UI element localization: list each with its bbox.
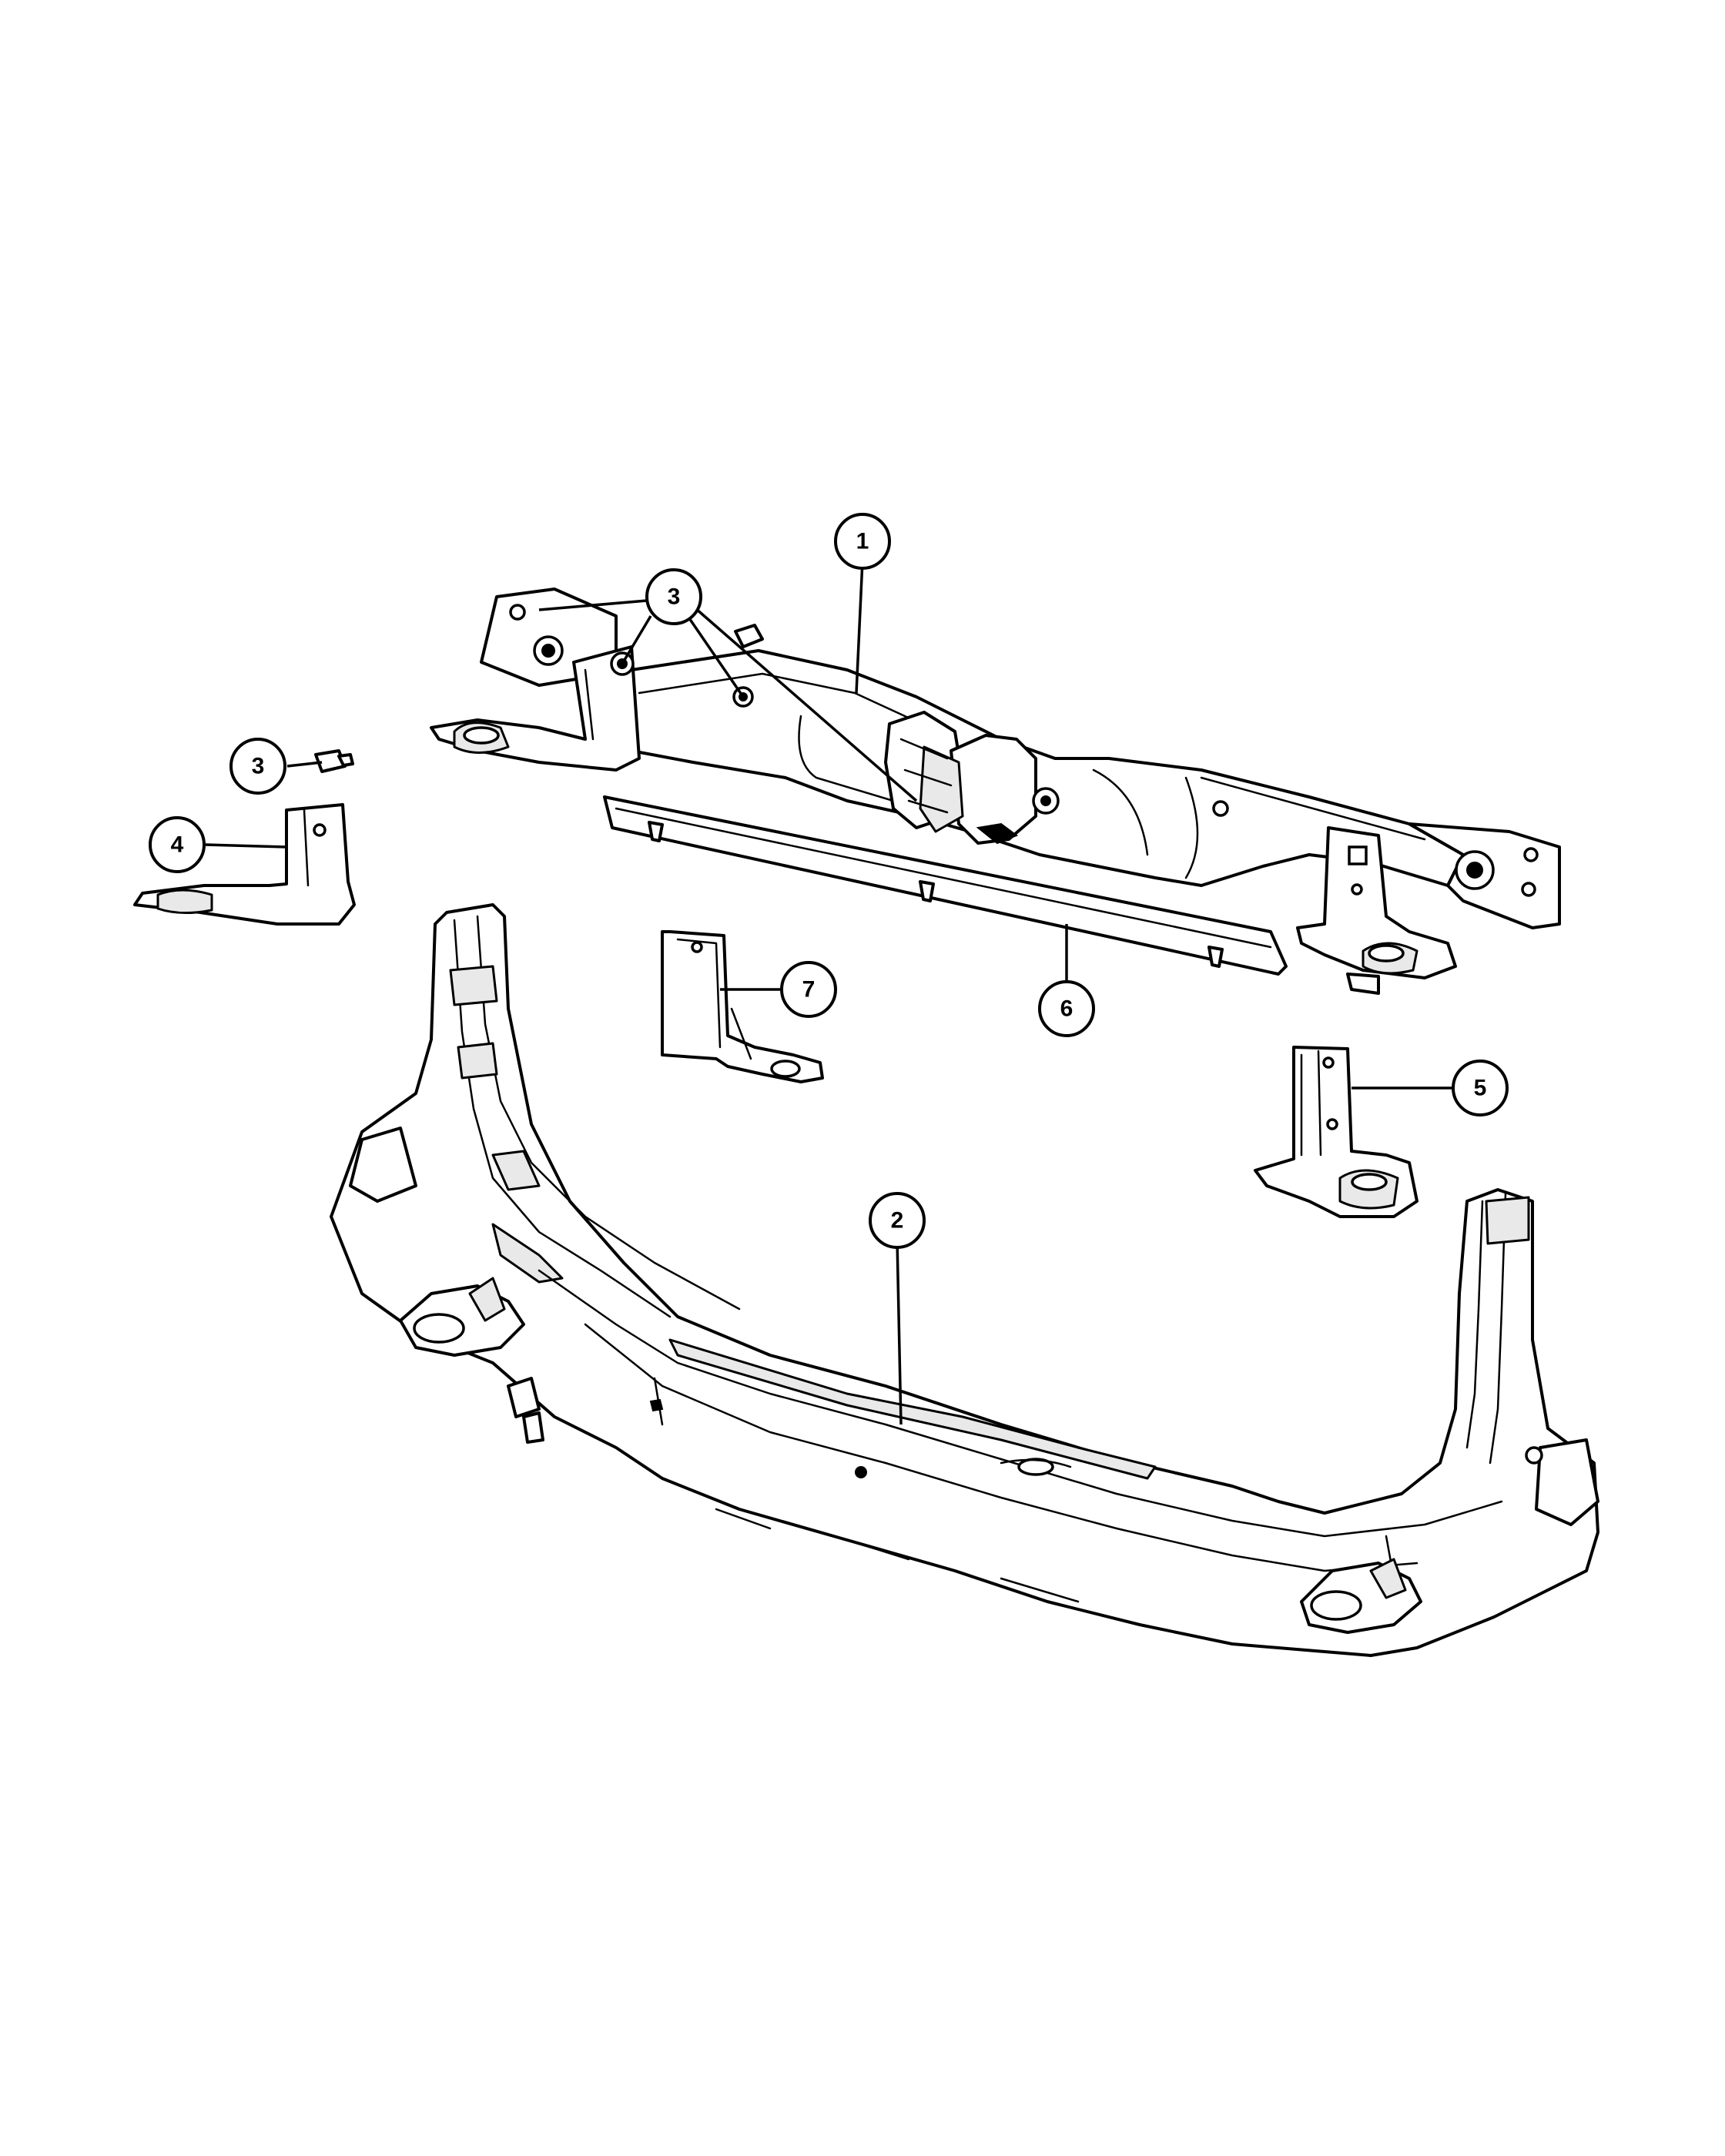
- svg-text:7: 7: [802, 977, 816, 1003]
- callout-3-left: 3: [229, 738, 286, 795]
- callout-7: 7: [780, 961, 837, 1018]
- callout-6: 6: [1038, 980, 1095, 1037]
- bracket-right: [1254, 1046, 1419, 1218]
- callout-2: 2: [869, 1192, 926, 1249]
- callout-5: 5: [1452, 1060, 1509, 1116]
- bracket-left: [133, 803, 356, 926]
- svg-text:4: 4: [171, 832, 184, 858]
- lower-radiator-support: [330, 903, 1599, 1657]
- svg-text:5: 5: [1474, 1076, 1487, 1101]
- right-mount-leg: [1296, 826, 1457, 979]
- svg-text:3: 3: [252, 754, 265, 779]
- hood-latch: [884, 711, 1060, 845]
- mount-hole: [509, 604, 526, 621]
- callout-4: 4: [149, 816, 206, 873]
- upper-crossmember-assembly: [430, 588, 1561, 995]
- push-pin-right: [1208, 946, 1224, 968]
- leader-lines: [205, 560, 1452, 1425]
- svg-text:1: 1: [856, 529, 869, 554]
- bolt-loose: [314, 749, 354, 773]
- callout-3-upper: 3: [645, 568, 702, 625]
- svg-text:3: 3: [668, 584, 681, 610]
- callout-1: 1: [834, 513, 891, 570]
- svg-text:6: 6: [1060, 996, 1074, 1022]
- bracket-center: [661, 930, 824, 1083]
- svg-text:2: 2: [891, 1208, 904, 1234]
- push-pin-left: [648, 821, 664, 842]
- push-pin-center: [919, 880, 935, 902]
